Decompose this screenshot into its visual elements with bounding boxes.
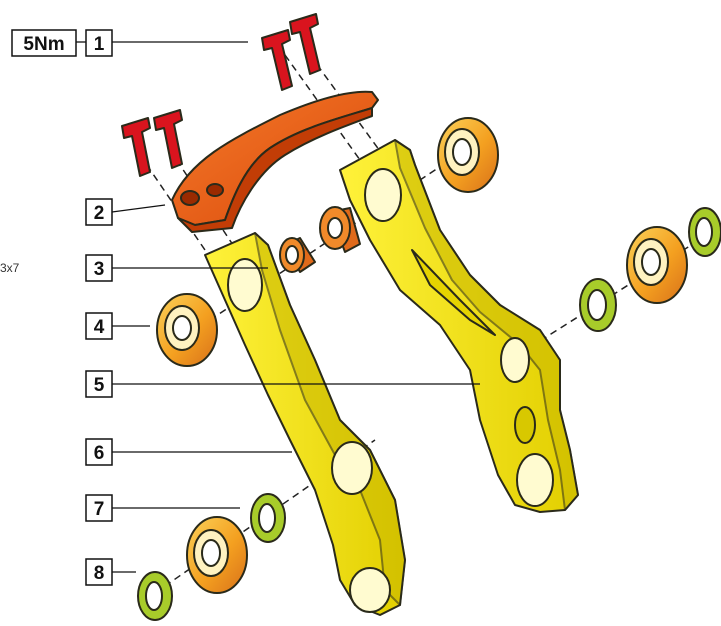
bolt-icon: [289, 13, 321, 75]
bearing: [437, 117, 499, 193]
callout-1: 1: [85, 29, 113, 57]
bridge-link: [171, 90, 379, 233]
right-arm-bearing-bore: [364, 168, 402, 222]
leader-lines: [111, 41, 480, 573]
washer: [688, 207, 721, 257]
callout-number: 3: [94, 259, 105, 280]
callout-number: 8: [94, 563, 105, 584]
bolt-icon: [121, 117, 151, 177]
callout-3: 3: [85, 254, 113, 282]
callout-6: 6: [85, 438, 113, 466]
left-arm: [204, 232, 406, 616]
callout-5: 5: [85, 370, 113, 398]
torque-label: 5Nm: [11, 29, 86, 57]
bushing: [319, 206, 361, 253]
callout-2: 2: [85, 198, 113, 226]
washer: [250, 493, 286, 543]
callout-number: 5: [94, 375, 105, 396]
callout-number: 2: [94, 203, 105, 224]
callout-number: 1: [94, 34, 105, 55]
bearing: [186, 516, 248, 594]
right-arm: [339, 139, 579, 513]
side-note-text: 3x7: [0, 261, 20, 275]
bearing-group: [156, 117, 688, 594]
callout-number: 4: [94, 317, 105, 338]
washer: [137, 571, 173, 621]
torque-value: 5Nm: [23, 34, 64, 55]
callout-8: 8: [85, 558, 113, 586]
callout-number: 6: [94, 443, 105, 464]
bearing: [626, 226, 688, 304]
callout-4: 4: [85, 312, 113, 340]
callout-7: 7: [85, 494, 113, 522]
callout-number: 7: [94, 499, 105, 520]
left-arm-bearing-bore: [227, 258, 263, 312]
bushing-group: [279, 206, 361, 273]
washer-group: [137, 207, 721, 621]
bushing: [279, 237, 316, 273]
bolt-icon: [261, 29, 293, 91]
bolt-icon: [153, 109, 183, 169]
washer: [579, 278, 617, 332]
bolt-group: [121, 13, 321, 177]
bearing: [156, 293, 218, 367]
